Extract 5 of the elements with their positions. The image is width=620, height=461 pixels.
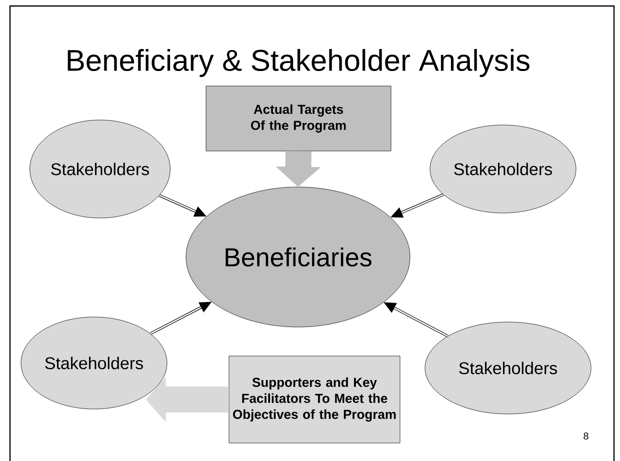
callout-box: Supporters and Key Facilitators To Meet the Objectives of the Program: [228, 356, 400, 444]
title: Beneficiary & Stakeholder Analysis: [68, 49, 530, 77]
page-number: 8: [584, 432, 588, 440]
arrow: [390, 193, 444, 218]
callout-box: Actual Targets Of the Program: [206, 86, 392, 152]
